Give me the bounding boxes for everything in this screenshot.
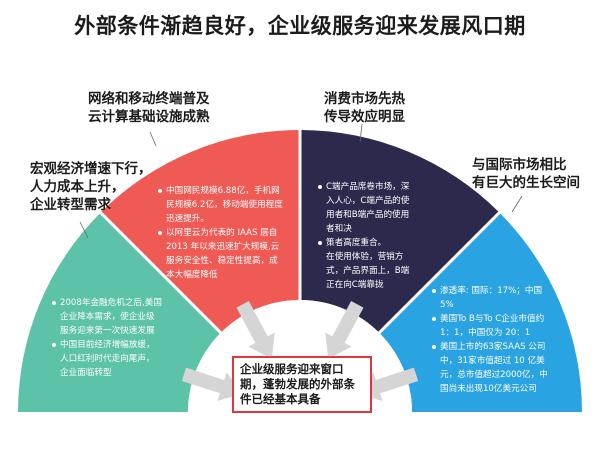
bullet-item: 美国上市的63家SAAS 公司中，31家市值超过 10 亿美元，总市值超过200… — [432, 340, 550, 396]
caption-leader-navy — [359, 123, 363, 143]
segment-red-text: 中国网民规模6.88亿，手机网民规模6.2亿，移动端使用程度迅速提升。 以阿里云… — [158, 184, 286, 282]
segment-blue — [379, 212, 582, 412]
bullet-item: 策者高度重合。 — [318, 236, 416, 250]
bullet-item: 美国To B与To C企业市值约 1：1，中国仅为 20：1 — [432, 312, 550, 340]
caption-navy: 消费市场先热 传导效应明显 — [324, 91, 405, 125]
segment-blue-text: 渗透率: 国际：17%；中国5% 美国To B与To C企业市值约 1：1，中国… — [432, 284, 550, 396]
caption-leader-blue — [511, 195, 523, 213]
segment-red — [100, 130, 300, 333]
arrow-icon — [181, 367, 243, 401]
bullet-item: C端产品席卷市场，深入人心，C端产品的使用者和B端产品的使用者和决 — [318, 180, 416, 236]
segment-divider — [98, 210, 224, 336]
inward-arrows — [181, 301, 419, 401]
arrow-icon — [357, 367, 419, 401]
caption-leader-red — [149, 131, 157, 147]
segment-teal — [18, 212, 221, 412]
segment-divider — [376, 210, 502, 336]
center-conclusion-box: 企业级服务迎来窗口期，蓬勃发展的外部条件已经基本具备 — [232, 356, 372, 413]
bullet-item: 以阿里云为代表的 IAAS 层自 2013 年以来迅速扩大规模,云服务安全性、稳… — [158, 226, 286, 282]
bullet-item: 渗透率: 国际：17%；中国5% — [432, 284, 550, 312]
arrow-icon — [236, 301, 275, 359]
navy-extra: 在使用体验，营销方式，产品界面上，B端正在向C端靠拢 — [326, 252, 410, 290]
bullet-item: 2008年金融危机之后,美国企业降本需求，使企业级服务迎来第一次快速发展 — [52, 296, 162, 338]
segment-navy-text: C端产品席卷市场，深入人心，C端产品的使用者和B端产品的使用者和决 策者高度重合… — [318, 180, 416, 292]
bullet-item: 中国网民规模6.88亿，手机网民规模6.2亿，移动端使用程度迅速提升。 — [158, 184, 286, 226]
page-title: 外部条件渐趋良好，企业级服务迎来发展风口期 — [74, 14, 526, 38]
caption-leader-teal — [79, 221, 89, 239]
bullet-item: 中国目前经济增幅放缓，人口红利时代走向尾声，企业面临转型 — [52, 338, 162, 380]
segment-teal-text: 2008年金融危机之后,美国企业降本需求，使企业级服务迎来第一次快速发展 中国目… — [52, 296, 162, 380]
caption-red: 网络和移动终端普及 云计算基础设施成熟 — [88, 91, 210, 125]
segment-navy — [300, 130, 500, 333]
arrow-icon — [325, 301, 364, 359]
caption-blue: 与国际市场相比 有巨大的生长空间 — [472, 157, 580, 191]
caption-teal: 宏观经济增速下行， 人力成本上升， 企业转型需求 — [30, 161, 152, 213]
